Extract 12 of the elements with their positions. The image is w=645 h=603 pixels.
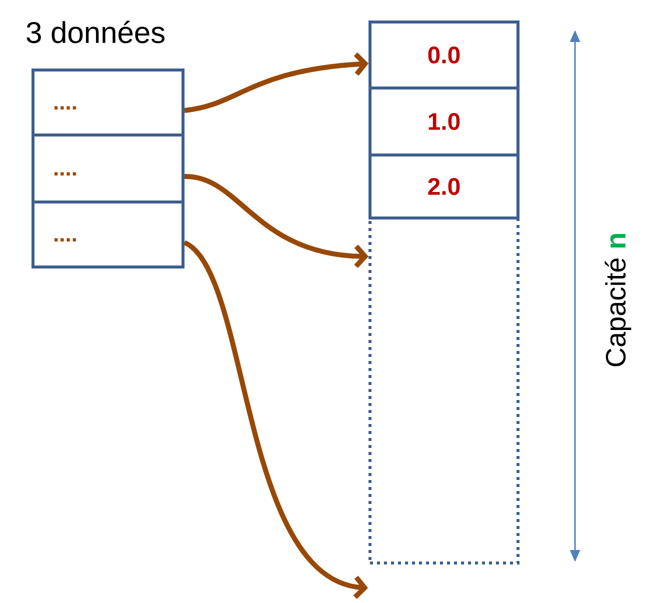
dimension-label: Capacité n [604,234,632,366]
memory-cell: .... [32,134,184,204]
array-cell: 0.0 [368,20,520,90]
arrow [182,240,368,599]
empty-slots [368,216,520,564]
arrow [184,52,368,113]
array-cell: 2.0 [368,154,520,220]
memory-cell: .... [32,68,184,136]
array-cell: 1.0 [368,86,520,156]
memory-cell: .... [32,200,184,268]
arrow [184,174,368,268]
title: 3 données [26,20,165,44]
